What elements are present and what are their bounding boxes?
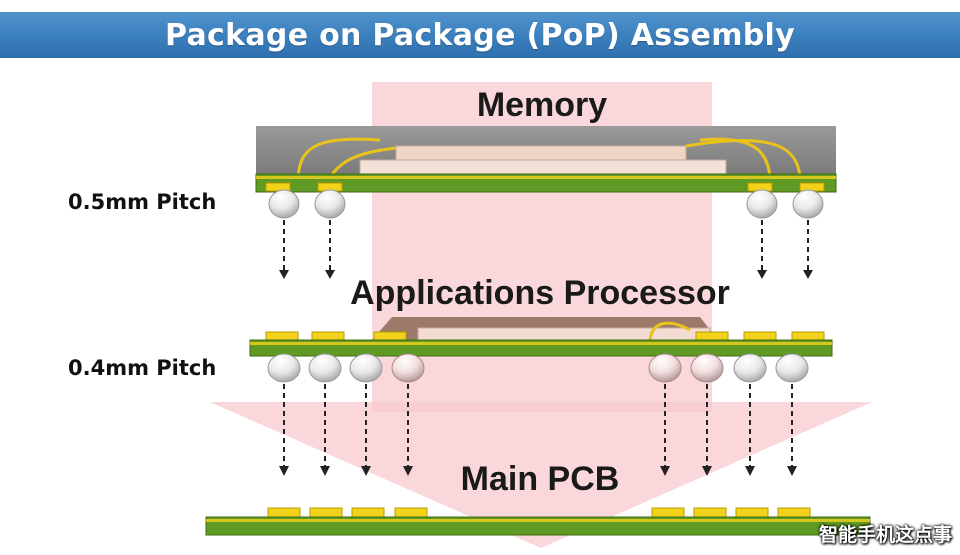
solder-ball (775, 353, 809, 383)
watermark-text: 智能手机这点事 (818, 524, 952, 546)
solder-ball (792, 189, 824, 219)
main-pcb (205, 507, 871, 536)
memory-solder-balls (268, 189, 824, 219)
memory-die-bottom (359, 159, 727, 175)
solder-ball (268, 189, 300, 219)
processor-die (417, 327, 711, 342)
solder-ball (391, 353, 425, 383)
solder-ball (349, 353, 383, 383)
solder-ball (733, 353, 767, 383)
memory-die-top (395, 145, 687, 161)
solder-ball (746, 189, 778, 219)
solder-ball (648, 353, 682, 383)
bond-wires (296, 137, 802, 179)
processor-solder-balls (267, 353, 809, 383)
pitch-label-top: 0.5mm Pitch (68, 190, 216, 214)
solder-ball (690, 353, 724, 383)
memory-label: Memory (477, 86, 607, 124)
processor-package (249, 317, 833, 357)
diagram-title: Package on Package (PoP) Assembly (165, 17, 795, 53)
processor-label: Applications Processor (350, 274, 730, 312)
pitch-label-bottom: 0.4mm Pitch (68, 356, 216, 380)
solder-ball (267, 353, 301, 383)
processor-arrows (283, 384, 793, 466)
memory-package (255, 126, 837, 193)
main-pcb-label: Main PCB (461, 460, 620, 498)
title-banner: Package on Package (PoP) Assembly (0, 12, 960, 58)
solder-ball (308, 353, 342, 383)
solder-ball (314, 189, 346, 219)
